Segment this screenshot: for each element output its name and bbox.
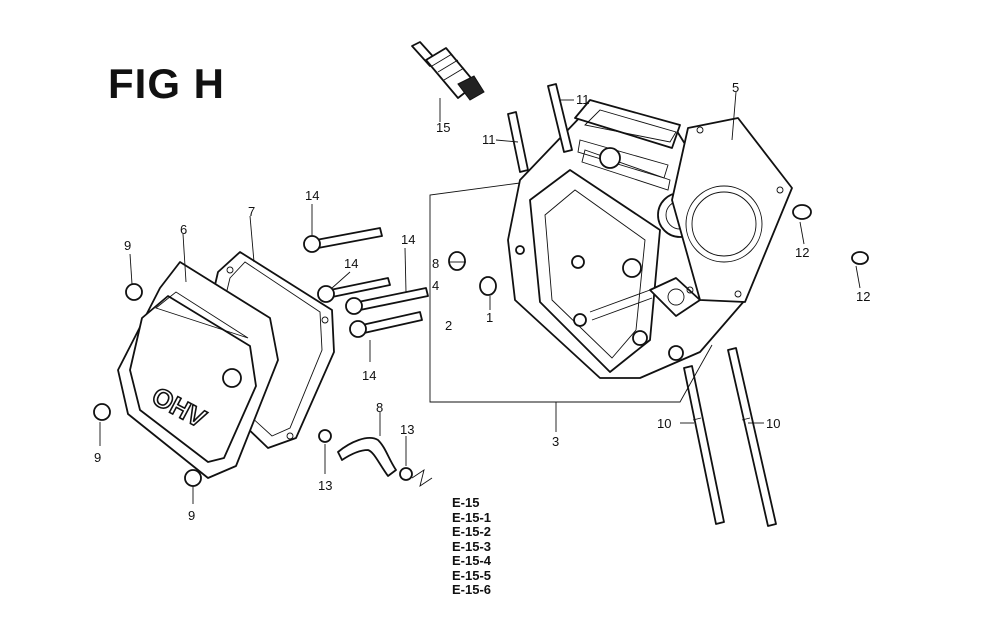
spark-plug — [411, 41, 485, 118]
cover-bolts — [93, 283, 202, 487]
callout-1: 1 — [486, 310, 493, 325]
callout-labels: 15 11 11 5 12 12 6 7 9 9 9 14 14 14 14 8… — [94, 80, 870, 523]
callout-14-mid: 14 — [344, 256, 358, 271]
callout-11-left: 11 — [482, 132, 496, 147]
reference-codes: E-15 E-15-1 E-15-2 E-15-3 E-15-4 E-15-5 … — [452, 495, 492, 598]
breather-tube — [318, 429, 433, 488]
callout-14-right: 14 — [401, 232, 415, 247]
callout-13-right: 13 — [400, 422, 414, 437]
leader-lines — [99, 91, 861, 504]
callout-8-upper: 8 — [432, 256, 439, 271]
callout-14-bottom: 14 — [362, 368, 376, 383]
reference-code: E-15-3 — [452, 538, 492, 554]
assembly-bracket — [429, 182, 713, 432]
callout-2: 2 — [445, 318, 452, 333]
callout-9-bottom: 9 — [188, 508, 195, 523]
callout-4: 4 — [432, 278, 439, 293]
callout-3: 3 — [552, 434, 559, 449]
callout-11-top: 11 — [576, 92, 590, 107]
reference-code: E-15-4 — [452, 553, 492, 568]
callout-9-top: 9 — [124, 238, 131, 253]
figure-title: FIG H — [108, 60, 225, 107]
dowel-pins — [792, 204, 869, 265]
push-rod-guides — [448, 251, 497, 296]
callout-14-top: 14 — [305, 188, 319, 203]
callout-15: 15 — [436, 120, 450, 135]
callout-13-left: 13 — [318, 478, 332, 493]
callout-5: 5 — [732, 80, 739, 95]
callout-12-lower: 12 — [856, 289, 870, 304]
reference-code: E-15-6 — [452, 582, 492, 597]
reference-code: E-15-1 — [452, 509, 492, 525]
callout-10-right: 10 — [766, 416, 780, 431]
callout-9-left: 9 — [94, 450, 101, 465]
callout-8-tube: 8 — [376, 400, 383, 415]
cylinder-head — [507, 99, 746, 379]
callout-12-upper: 12 — [795, 245, 809, 260]
callout-7: 7 — [248, 204, 255, 219]
head-cover: OHV — [117, 261, 279, 479]
callout-10-left: 10 — [657, 416, 671, 431]
long-studs — [683, 347, 777, 527]
reference-code: E-15-2 — [452, 524, 492, 539]
reference-code: E-15 — [452, 495, 480, 510]
cylinder-head-gasket — [671, 117, 793, 303]
callout-6: 6 — [180, 222, 187, 237]
reference-code: E-15-5 — [452, 567, 492, 583]
